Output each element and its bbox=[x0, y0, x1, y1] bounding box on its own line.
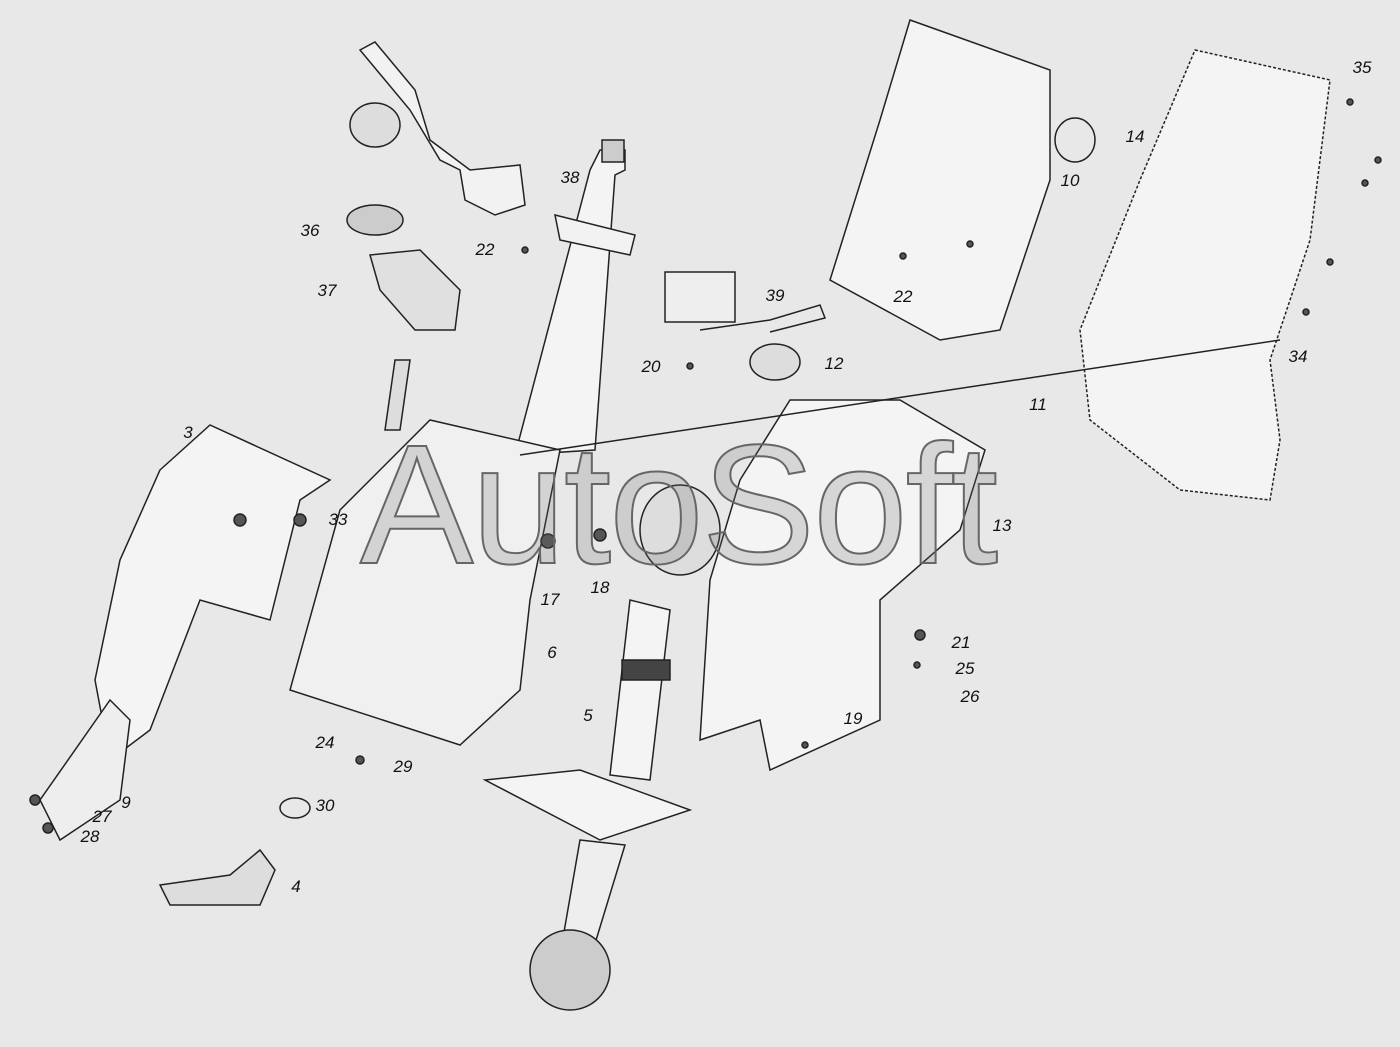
part-label: 11 bbox=[1029, 395, 1047, 414]
column-housing-6 bbox=[289, 419, 561, 746]
part-label: 26 bbox=[960, 687, 980, 706]
part-label: 18 bbox=[590, 578, 610, 597]
bracket-3 bbox=[39, 424, 332, 842]
part-label: 38 bbox=[560, 168, 580, 187]
part-label: 28 bbox=[80, 827, 100, 846]
cardan-shaft-5 bbox=[482, 484, 721, 1011]
part-label: 27 bbox=[92, 807, 112, 826]
part-label: 9 bbox=[121, 793, 131, 812]
part-label: 34 bbox=[1288, 347, 1308, 366]
part-label: 3 bbox=[183, 423, 193, 442]
panel-14 bbox=[1079, 49, 1331, 501]
watermark: AutoSoft bbox=[359, 410, 999, 600]
part-label: 39 bbox=[765, 286, 785, 305]
panel-10 bbox=[829, 19, 1096, 341]
part-label: 36 bbox=[300, 221, 320, 240]
part-label: 12 bbox=[824, 354, 844, 373]
steering-column-38 bbox=[514, 139, 636, 456]
part-label: 25 bbox=[955, 659, 975, 678]
part-label: 37 bbox=[317, 281, 337, 300]
fasteners bbox=[29, 98, 1382, 834]
ignition-lock-4 bbox=[158, 797, 311, 906]
part-label: 29 bbox=[393, 757, 413, 776]
light-switch-lever bbox=[346, 41, 526, 431]
part-label: 35 bbox=[1352, 58, 1372, 77]
part-label: 13 bbox=[992, 516, 1012, 535]
part-label: 14 bbox=[1125, 127, 1145, 146]
part-label: 22 bbox=[475, 240, 495, 259]
part-label: 10 bbox=[1060, 171, 1080, 190]
part-label: 33 bbox=[328, 510, 348, 529]
part-label: 4 bbox=[291, 877, 301, 896]
part-label: 30 bbox=[315, 796, 335, 815]
cover-13 bbox=[699, 399, 986, 772]
combination-switch-39 bbox=[664, 271, 827, 381]
leader-line-11 bbox=[519, 339, 1281, 456]
part-label: 21 bbox=[951, 633, 971, 652]
part-label: 5 bbox=[583, 706, 593, 725]
part-label: 6 bbox=[547, 643, 557, 662]
part-label: 20 bbox=[641, 357, 661, 376]
part-label: 17 bbox=[540, 590, 560, 609]
part-label: 24 bbox=[315, 733, 335, 752]
part-label: 22 bbox=[893, 287, 913, 306]
part-label: 19 bbox=[843, 709, 863, 728]
